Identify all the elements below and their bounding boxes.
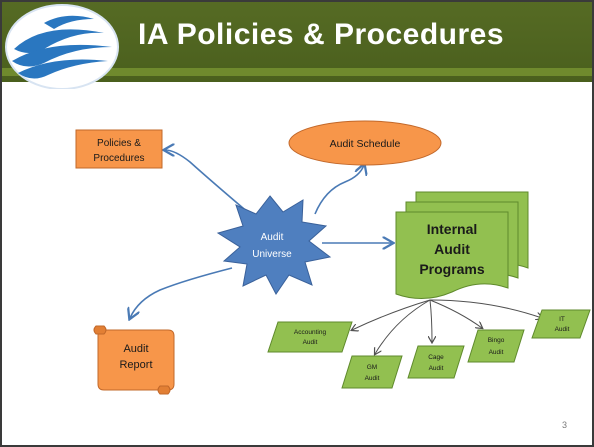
cage-audit-box: Cage Audit <box>407 345 465 379</box>
audit-label-line2: Audit <box>303 339 318 346</box>
it-audit-box: IT Audit <box>531 309 591 339</box>
arrow-programs-to-bingo <box>429 299 482 328</box>
arrow-programs-to-accounting <box>352 299 431 330</box>
policies-label-line1: Policies & <box>97 138 141 149</box>
slide-title: IA Policies & Procedures <box>138 18 505 51</box>
audit-label-line2: Audit <box>489 349 504 356</box>
audit-label-line2: Audit <box>365 375 380 382</box>
audit-label-line2: Audit <box>555 326 570 333</box>
audit-label-line1: GM <box>367 364 377 371</box>
audit-universe-star: Audit Universe <box>216 195 332 295</box>
accounting-audit-box: Accounting Audit <box>267 321 353 353</box>
policies-label-line2: Procedures <box>93 153 144 164</box>
audit-label-line1: Accounting <box>294 329 327 336</box>
hub-label-line2: Universe <box>252 249 292 260</box>
page-number: 3 <box>562 420 568 430</box>
audit-label-line2: Audit <box>429 365 444 372</box>
report-label-line2: Report <box>119 359 152 371</box>
arrow-hub-to-schedule <box>314 165 364 215</box>
internal-audit-programs-doc: Internal Audit Programs <box>395 191 529 299</box>
arrow-programs-to-gm <box>375 299 431 354</box>
arrow-programs-to-it <box>429 299 542 318</box>
arrow-programs-to-cage <box>430 299 432 342</box>
audit-label-line1: Cage <box>428 354 444 361</box>
audit-schedule-oval: Audit Schedule <box>288 120 442 166</box>
policies-procedures-box: Policies & Procedures <box>75 129 163 169</box>
arrow-hub-to-report <box>130 267 233 318</box>
programs-label-line2: Audit <box>434 241 470 257</box>
schedule-label: Audit Schedule <box>330 138 401 150</box>
hub-label-line1: Audit <box>261 232 284 243</box>
audit-label-line1: IT <box>559 316 565 323</box>
audit-label-line1: Bingo <box>488 337 505 344</box>
logo-icon <box>4 3 122 90</box>
programs-label-line1: Internal <box>427 221 478 237</box>
arrow-hub-to-policies <box>165 150 251 215</box>
bingo-audit-box: Bingo Audit <box>467 329 525 363</box>
programs-label-line3: Programs <box>419 261 485 277</box>
audit-report-scroll: Audit Report <box>93 325 175 395</box>
gm-audit-box: GM Audit <box>341 355 403 389</box>
report-label-line1: Audit <box>123 343 148 355</box>
title-bar-stripe <box>0 68 594 76</box>
